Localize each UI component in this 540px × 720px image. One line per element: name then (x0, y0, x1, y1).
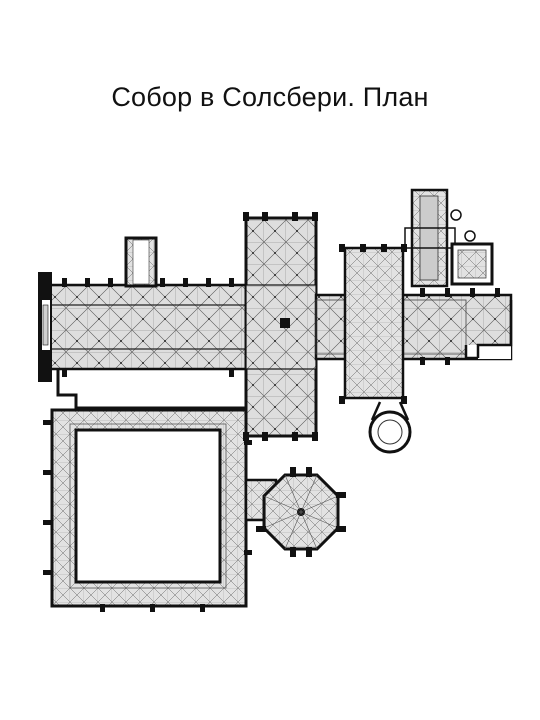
north-porch (124, 236, 158, 288)
main-transept (244, 216, 318, 438)
west-front (38, 272, 52, 382)
south-round-chapel (368, 401, 412, 454)
buttresses (43, 212, 500, 612)
east-end (464, 300, 513, 360)
north-east-chapel (404, 188, 494, 288)
eastern-transept (343, 246, 405, 400)
nave (48, 283, 248, 371)
slide-title: Собор в Солсбери. План (111, 82, 429, 112)
cloister (50, 370, 248, 608)
chapter-house (256, 467, 346, 557)
